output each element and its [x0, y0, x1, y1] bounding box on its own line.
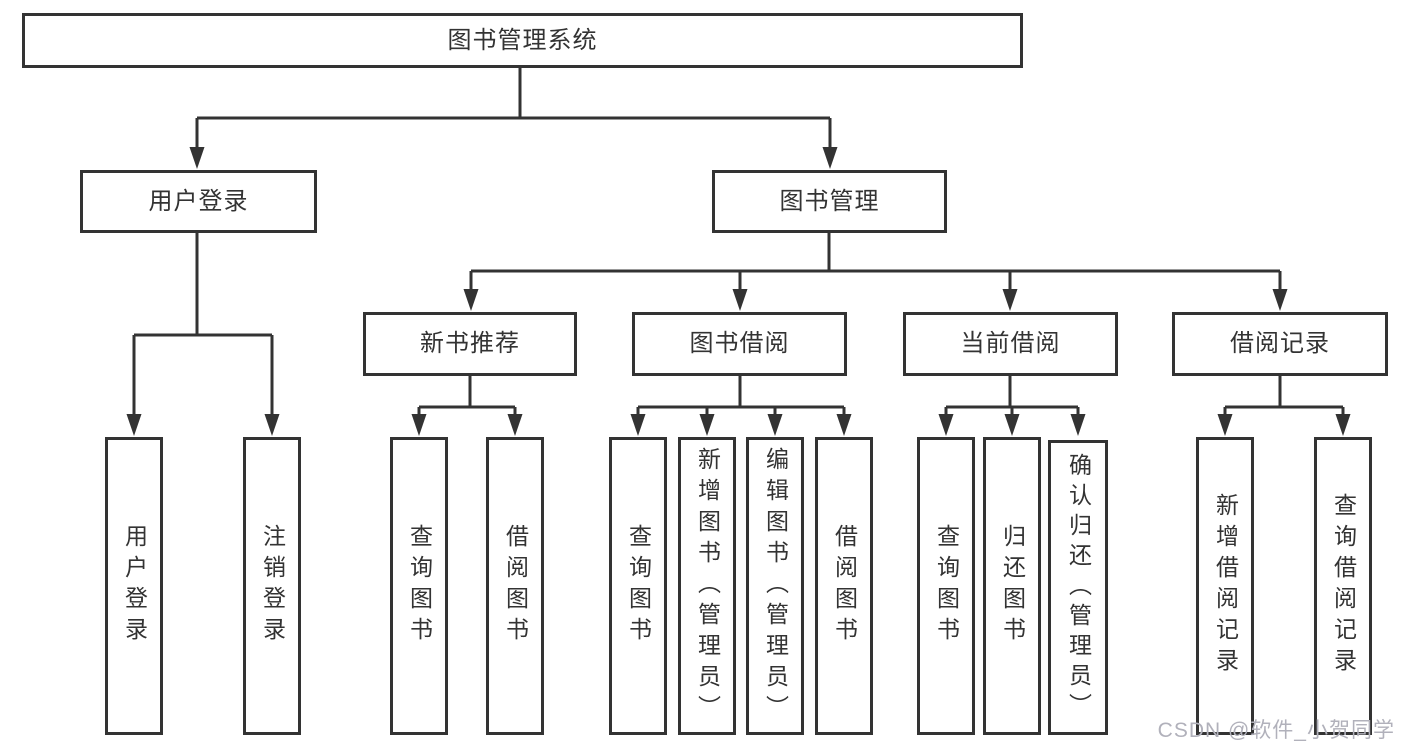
leaf-add-books-admin: 新增图书（管理员）	[678, 437, 736, 735]
leaf-confirm-return-admin: 确认归还（管理员）	[1048, 440, 1108, 735]
leaf-add-borrow-record: 新增借阅记录	[1196, 437, 1254, 735]
leaf-borrow-books: 借阅图书	[815, 437, 873, 735]
leaf-query-books-borrow: 查询图书	[609, 437, 667, 735]
leaf-logout: 注销登录	[243, 437, 301, 735]
node-book-management: 图书管理	[712, 170, 947, 233]
leaf-query-borrow-record: 查询借阅记录	[1314, 437, 1372, 735]
csdn-watermark: CSDN @软件_小贺同学	[1157, 719, 1395, 742]
node-book-borrow: 图书借阅	[632, 312, 847, 376]
leaf-query-books-recommend: 查询图书	[390, 437, 448, 735]
leaf-query-books-current: 查询图书	[917, 437, 975, 735]
leaf-user-login: 用户登录	[105, 437, 163, 735]
leaf-return-books: 归还图书	[983, 437, 1041, 735]
leaf-borrow-books-recommend: 借阅图书	[486, 437, 544, 735]
node-new-book-recommend: 新书推荐	[363, 312, 577, 376]
node-current-borrow: 当前借阅	[903, 312, 1118, 376]
leaf-edit-books-admin: 编辑图书（管理员）	[746, 437, 804, 735]
node-borrow-records: 借阅记录	[1172, 312, 1388, 376]
node-user-login: 用户登录	[80, 170, 317, 233]
node-system-root: 图书管理系统	[22, 13, 1023, 68]
